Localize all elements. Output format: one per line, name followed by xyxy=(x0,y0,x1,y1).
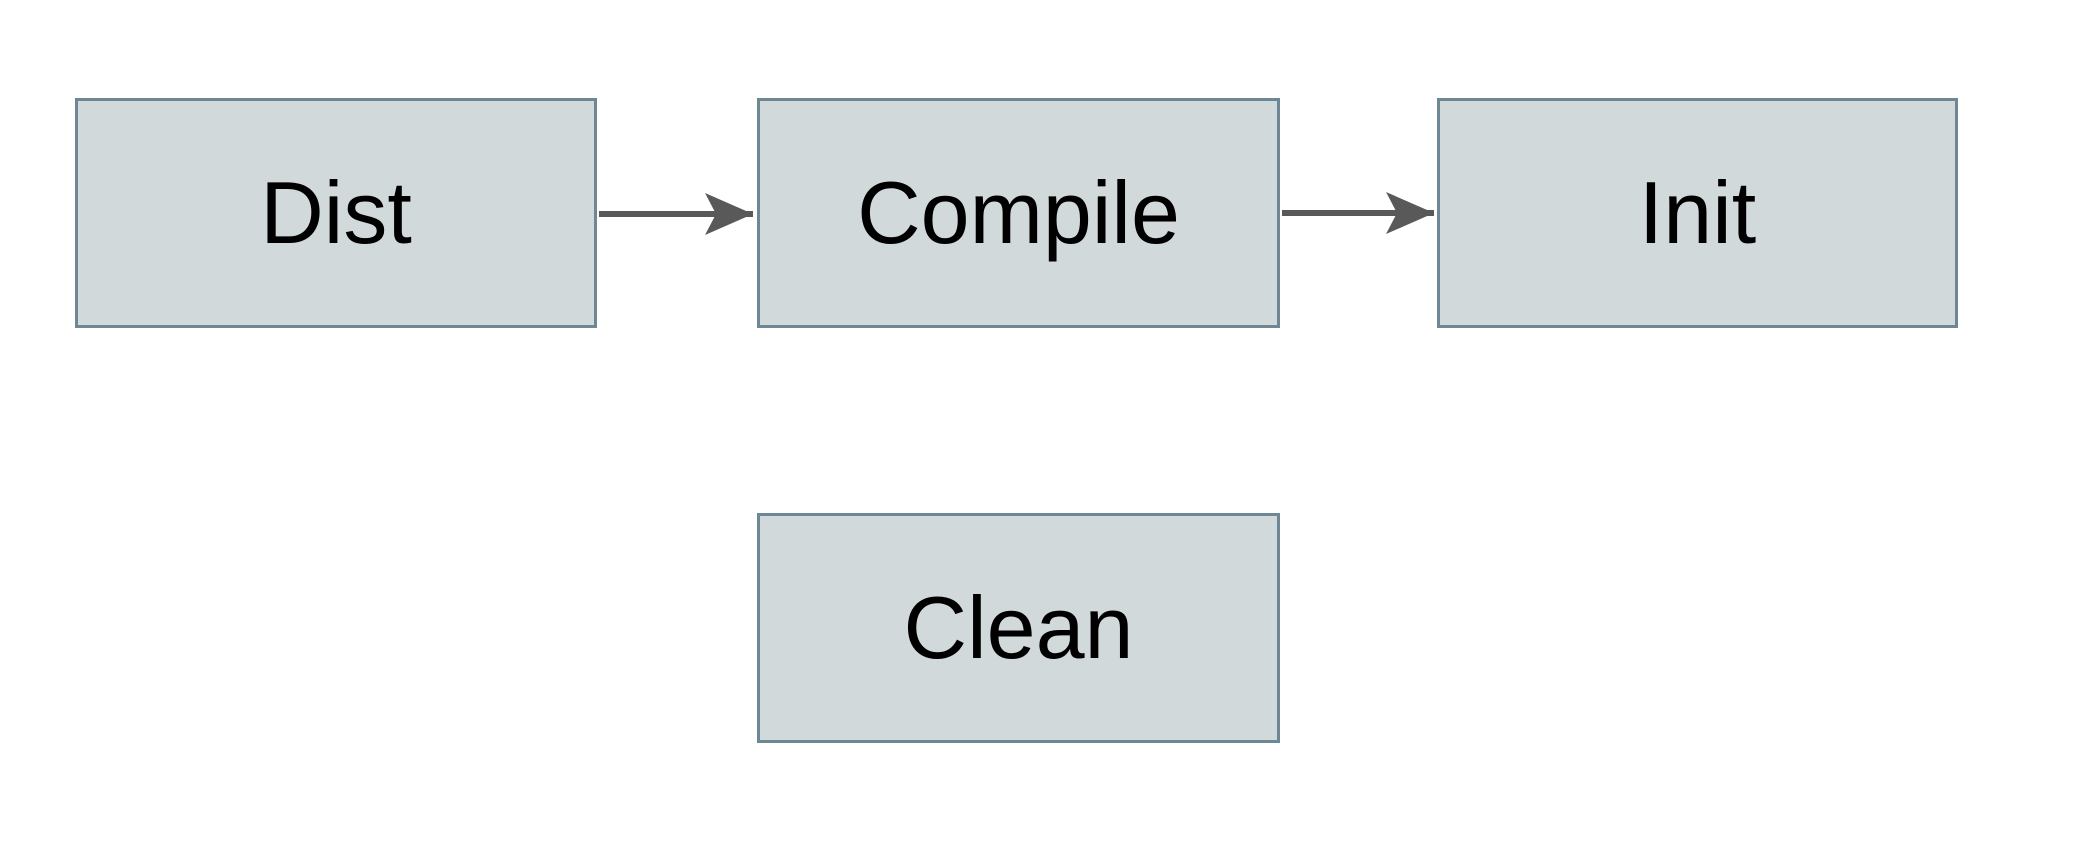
node-clean-label: Clean xyxy=(903,578,1134,677)
node-compile-label: Compile xyxy=(857,163,1180,262)
node-compile: Compile xyxy=(757,98,1280,328)
node-dist-label: Dist xyxy=(260,163,412,262)
node-init-label: Init xyxy=(1638,163,1757,262)
node-clean: Clean xyxy=(757,513,1280,743)
node-dist: Dist xyxy=(75,98,597,328)
node-init: Init xyxy=(1437,98,1958,328)
